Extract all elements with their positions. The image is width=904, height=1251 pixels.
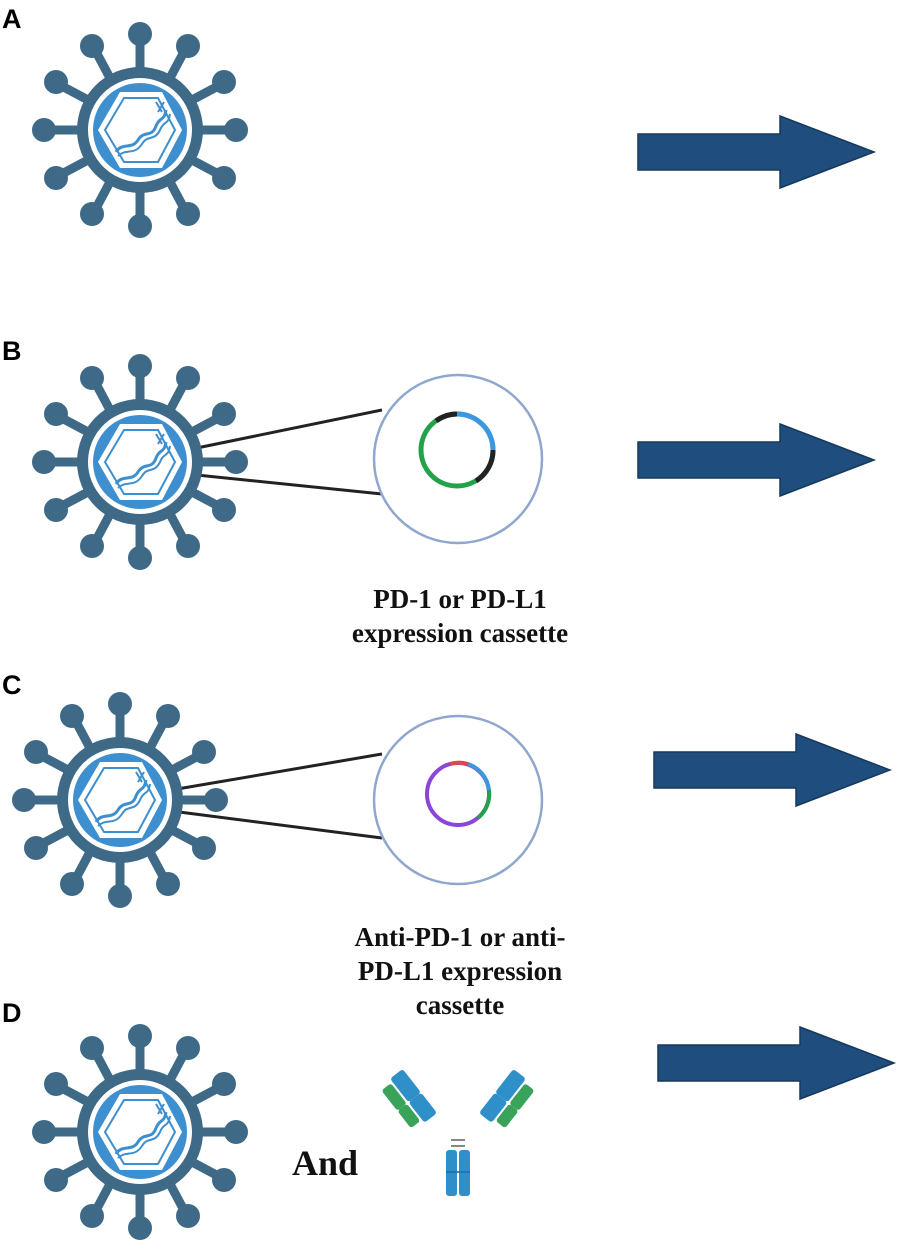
- and-label: And: [292, 1143, 359, 1183]
- zoom-lines-c: [147, 752, 383, 840]
- caption-c: Anti-PD-1 or anti- PD-L1 expression cass…: [300, 920, 620, 1022]
- virus-icon-a: [32, 22, 248, 238]
- arrow-right-icon-c: [653, 733, 891, 807]
- caption-b: PD-1 or PD-L1 expression cassette: [300, 582, 620, 650]
- panel-letter-a: A: [2, 4, 22, 34]
- arrow-right-icon-d: [657, 1026, 895, 1100]
- arrow-right-icon-a: [637, 115, 875, 189]
- zoom-circle-b: [372, 373, 544, 545]
- caption-b-line1: PD-1 or PD-L1: [373, 584, 547, 614]
- caption-c-line2: PD-L1 expression: [357, 956, 563, 986]
- caption-c-line3: cassette: [415, 990, 505, 1020]
- virus-icon-b: [32, 354, 248, 570]
- plasmid-icon-c: [425, 760, 492, 827]
- antibody-icon: [382, 1070, 534, 1196]
- caption-c-line1: Anti-PD-1 or anti-: [354, 922, 566, 952]
- zoom-circle-c: [372, 714, 544, 886]
- panel-letter-d: D: [2, 998, 22, 1028]
- virus-icon-c: [12, 692, 228, 908]
- arrow-right-icon-b: [637, 423, 875, 497]
- caption-b-line2: expression cassette: [351, 618, 569, 648]
- panel-letter-b: B: [2, 336, 22, 366]
- panel-letter-c: C: [2, 670, 22, 700]
- plasmid-icon-b: [418, 411, 496, 489]
- virus-icon-d: [32, 1024, 248, 1240]
